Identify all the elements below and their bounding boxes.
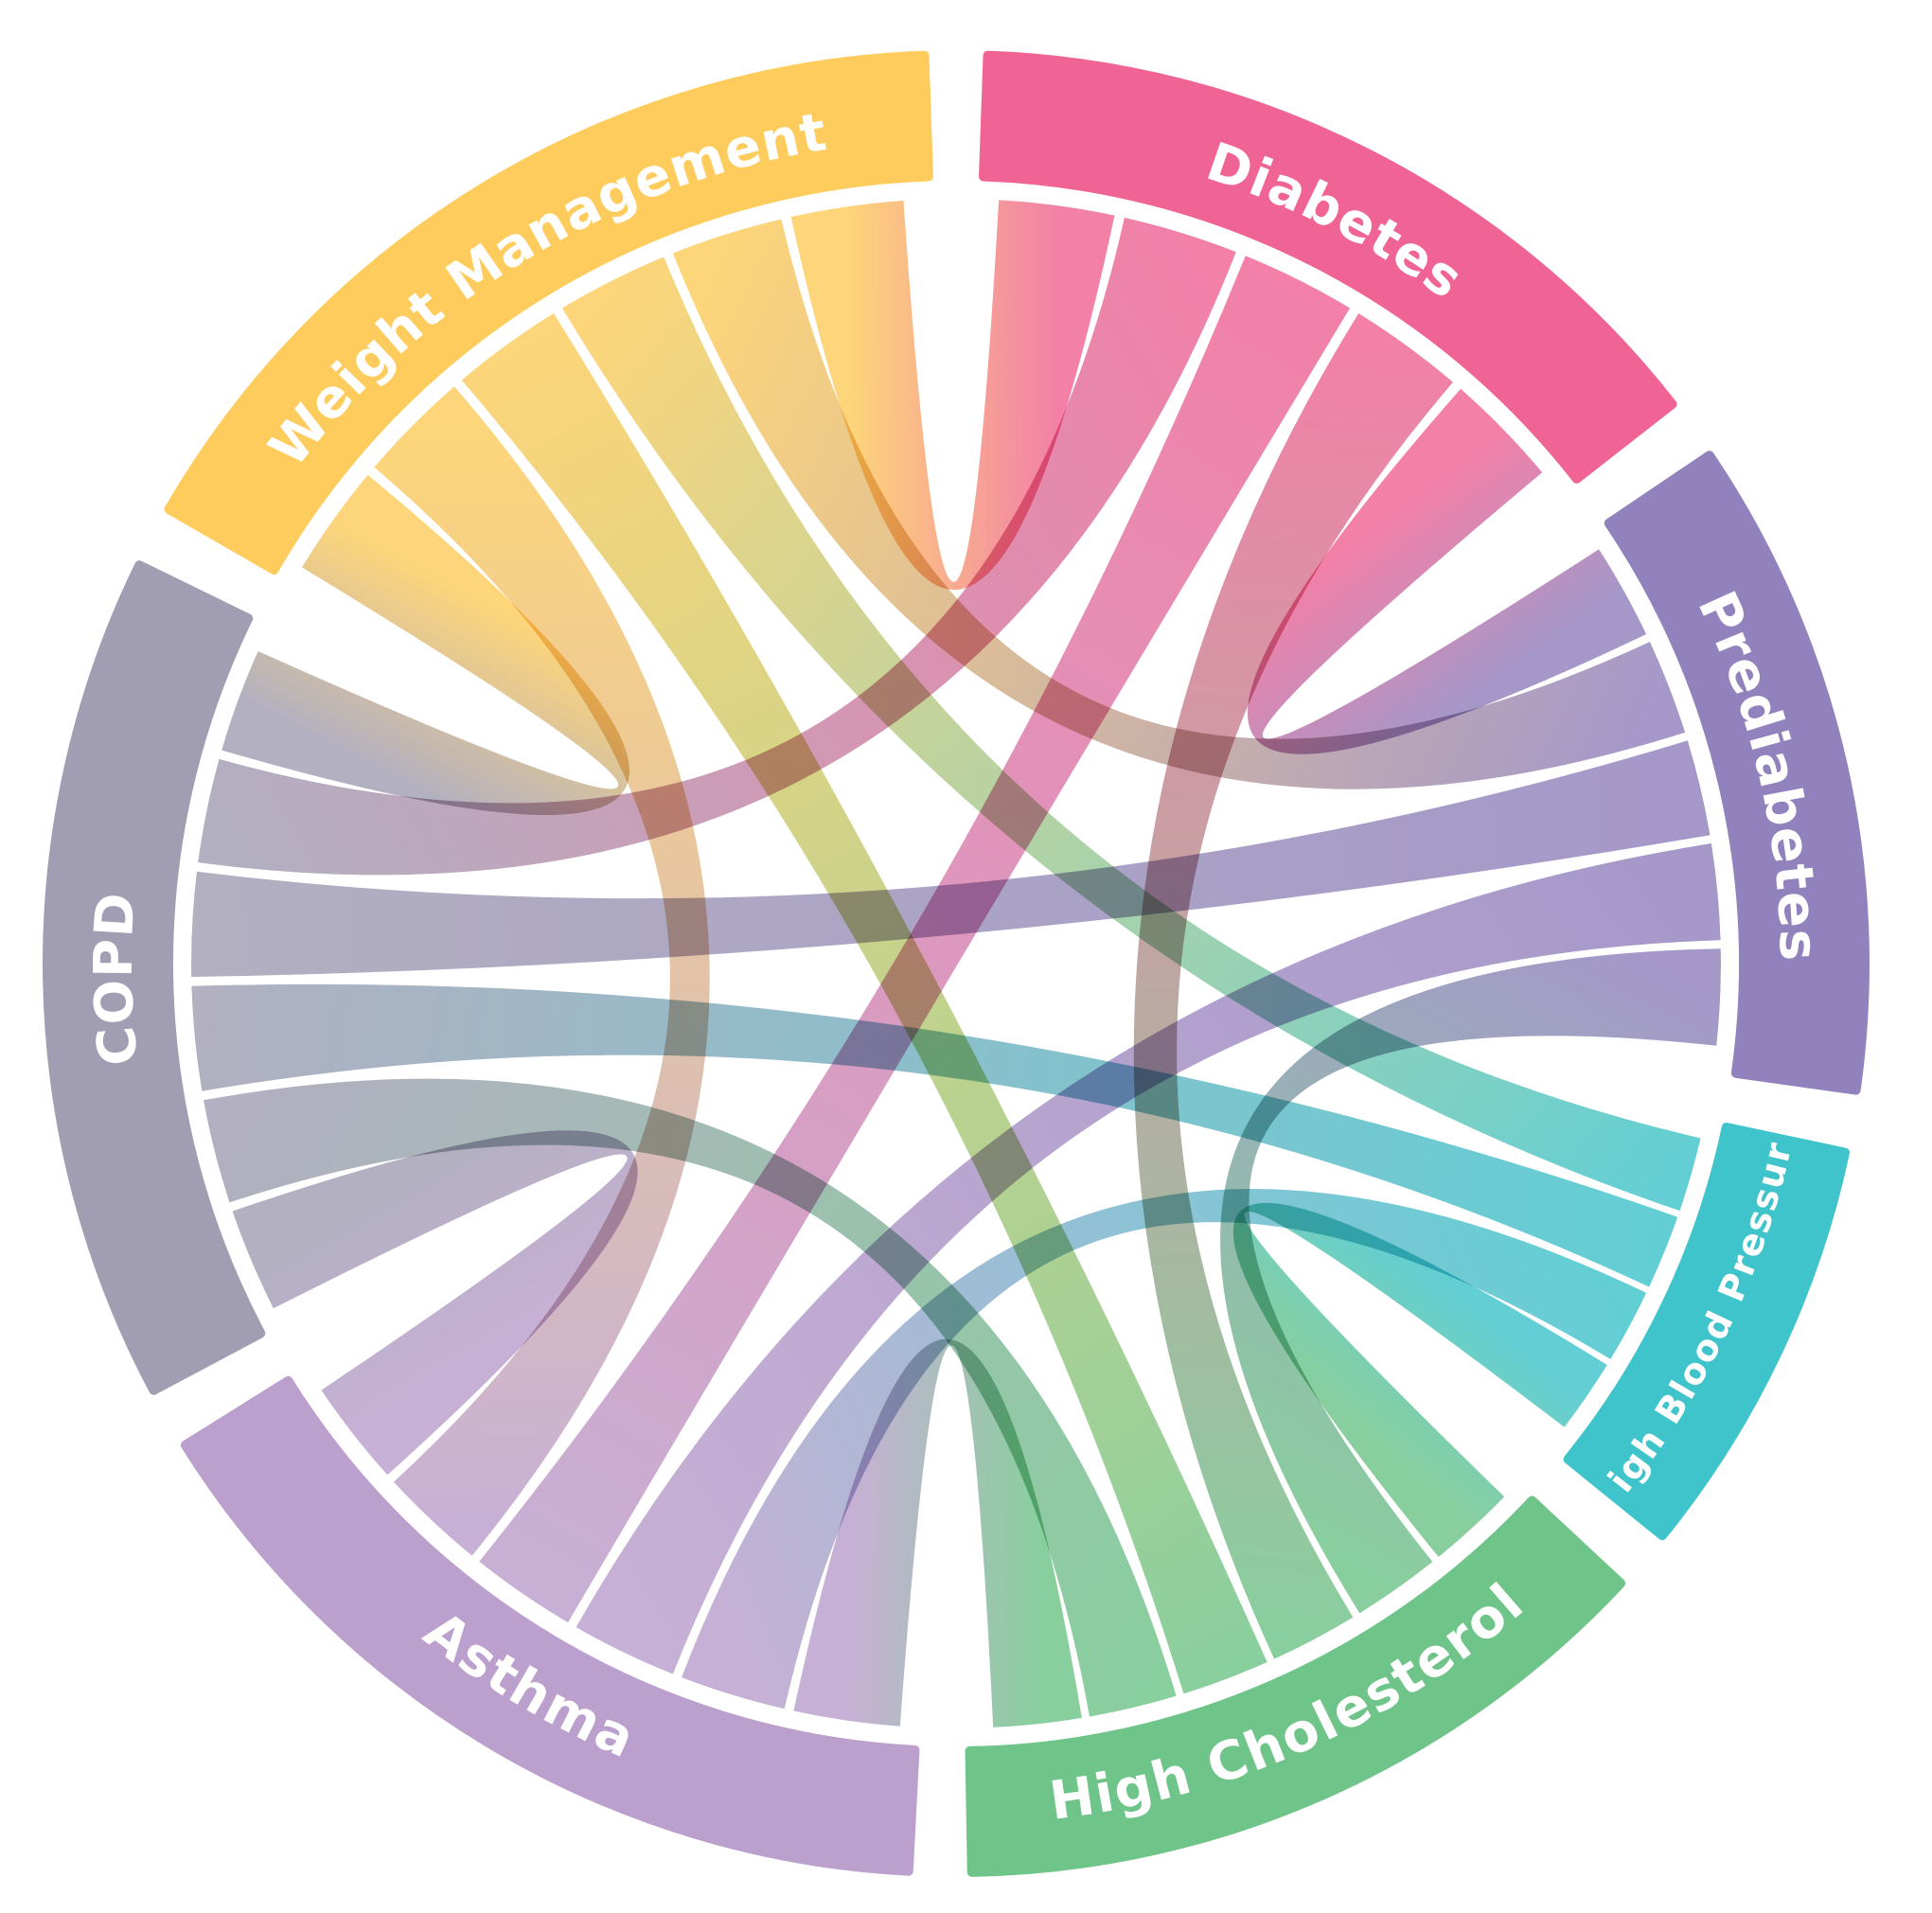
chord-asthma-copd: [232, 1130, 638, 1476]
chord-weight-chol: [461, 312, 1267, 1694]
arc-diabetes: [979, 50, 1677, 484]
arc-prediabetes: [1604, 451, 1870, 1095]
chord-hbp-copd: [191, 983, 1678, 1287]
chord-weight-prediabetes: [672, 219, 1686, 789]
chord-diabetes-copd: [198, 217, 1236, 876]
chord-hbp-chol: [1232, 1202, 1607, 1557]
arc-weight: [164, 50, 933, 575]
arc-chol: [965, 1496, 1626, 1877]
chord-chol-asthma: [793, 1338, 1082, 1728]
label-copd: COPD: [82, 890, 150, 1069]
chord-diabetes-prediabetes: [1247, 388, 1647, 754]
chords-layer: [168, 176, 1744, 1751]
chord-prediabetes-asthma: [576, 843, 1721, 1674]
chord-weight-hbp: [561, 257, 1701, 1212]
chord-weight-copd: [222, 474, 629, 816]
chord-weight-asthma: [374, 386, 710, 1556]
arc-asthma: [180, 1375, 920, 1876]
chord-prediabetes-copd: [191, 740, 1710, 978]
chord-hbp-asthma: [682, 1189, 1647, 1709]
chord-chol-copd: [203, 1078, 1177, 1717]
chord-prediabetes-chol: [1220, 948, 1721, 1614]
chord-diabetes-chol: [1133, 312, 1453, 1659]
chord-diabetes-asthma: [479, 256, 1351, 1623]
separator-ring: [168, 176, 1744, 1751]
arcs-layer: [43, 50, 1870, 1877]
arc-hbp: [1563, 1122, 1851, 1541]
arc-copd: [43, 560, 266, 1395]
